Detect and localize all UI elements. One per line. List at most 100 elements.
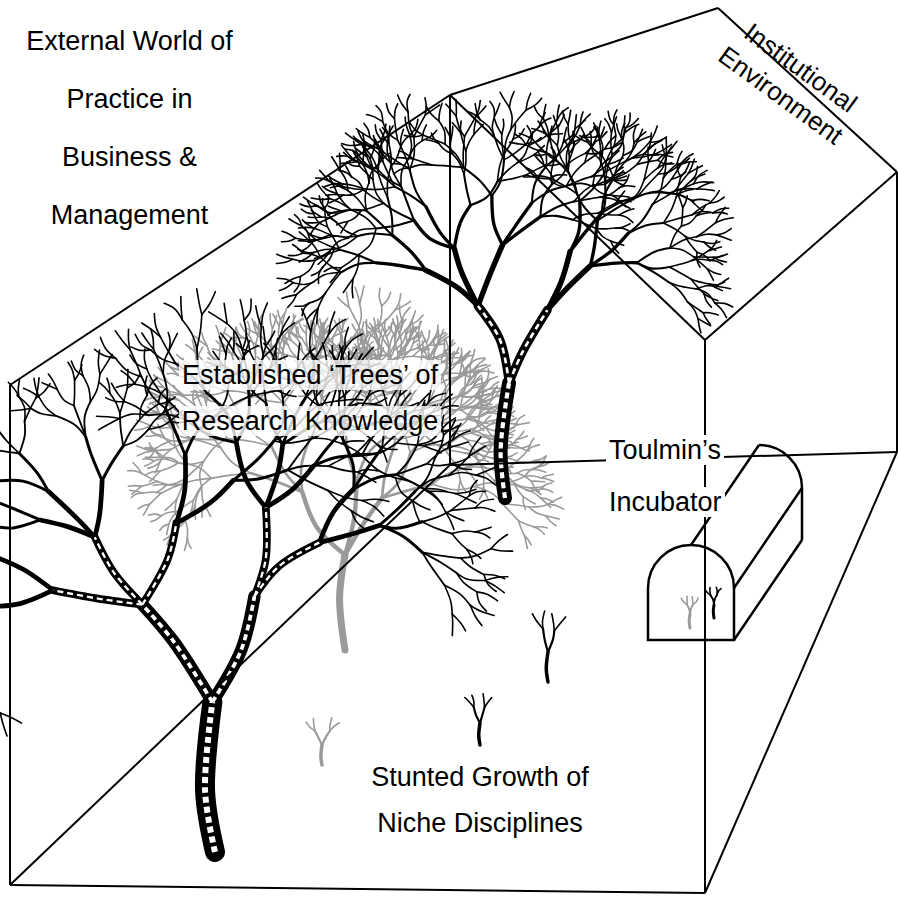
- tree-branch: [386, 104, 394, 119]
- tree-branch: [160, 449, 171, 462]
- tree-branch: [372, 169, 395, 186]
- tree-branch: [240, 300, 244, 320]
- sprout: [465, 694, 492, 745]
- tree-branch: [704, 242, 720, 244]
- tree-branch: [494, 119, 501, 134]
- tree-branch: [343, 189, 364, 195]
- tree-branch: [525, 467, 538, 477]
- tree-branch: [396, 464, 427, 475]
- tree-branch: [577, 194, 597, 221]
- tree-branch: [474, 707, 480, 723]
- tree-branch: [580, 136, 591, 144]
- bark-texture: [53, 590, 142, 604]
- tree-branch: [698, 319, 701, 333]
- tree-branch: [95, 481, 102, 538]
- tree-branch: [538, 152, 544, 165]
- tree-branch: [364, 187, 394, 190]
- tree-branch: [266, 466, 314, 507]
- tree-branch: [477, 592, 487, 611]
- bark-texture: [501, 383, 509, 498]
- tree-branch: [352, 324, 358, 334]
- tree-branch: [451, 126, 453, 138]
- tree-branch: [542, 611, 544, 629]
- frame-edge: [10, 885, 705, 893]
- tree-branch: [619, 209, 634, 215]
- tree-branch: [395, 187, 426, 207]
- tree-branch: [149, 493, 160, 504]
- tree-branch: [445, 144, 464, 168]
- tree-branch: [688, 614, 692, 628]
- tree-branch: [343, 184, 365, 189]
- tree-branch: [475, 532, 490, 538]
- tree-branch: [164, 303, 182, 320]
- tree-branch: [466, 412, 487, 419]
- tree-branch: [160, 524, 169, 530]
- tree-branch: [311, 210, 321, 217]
- tree-branch: [439, 121, 445, 144]
- tree-branch: [485, 581, 504, 593]
- tree-branch: [510, 142, 526, 144]
- tree-branch: [261, 303, 267, 327]
- tree-branch: [526, 98, 541, 110]
- glasshouse-frame: [10, 8, 897, 893]
- tree-branch: [149, 421, 170, 429]
- tree-branch: [612, 133, 624, 154]
- tree-branch: [594, 127, 600, 140]
- tree-branch: [409, 165, 433, 168]
- tree-branch: [529, 504, 549, 507]
- tree-branch: [400, 305, 402, 320]
- tree-branch: [364, 334, 368, 346]
- tree-branch: [471, 424, 490, 432]
- sprout: [532, 611, 565, 682]
- tree-branch: [391, 164, 409, 168]
- tree-branch: [710, 197, 725, 203]
- tree-branch: [516, 423, 530, 426]
- tree-branch: [97, 416, 120, 418]
- tree-branch: [538, 121, 544, 133]
- tree-branch: [367, 211, 393, 235]
- tree-branch: [532, 139, 545, 153]
- tree-branch: [590, 263, 637, 266]
- tree-branch: [107, 378, 110, 393]
- tree-branch: [252, 318, 259, 329]
- tree-branch: [681, 208, 682, 226]
- tree-branch: [677, 158, 689, 164]
- tree-branch: [84, 402, 90, 438]
- tree-branch: [197, 315, 202, 349]
- tree-branch: [696, 213, 710, 216]
- tree-branch: [452, 534, 467, 550]
- tree-branch: [330, 268, 341, 283]
- tree-branch: [599, 127, 604, 140]
- tree-branch: [373, 179, 384, 203]
- tree-branch: [382, 292, 391, 306]
- frame-edge: [9, 385, 11, 885]
- frame-edge: [450, 95, 705, 340]
- tree-branch: [649, 137, 666, 142]
- tree-branch: [311, 198, 329, 199]
- tree-branch: [465, 698, 474, 708]
- tree-branch: [697, 182, 712, 189]
- tree-branch: [461, 348, 463, 361]
- tree-branch: [509, 310, 547, 383]
- tree-branch: [202, 333, 207, 346]
- tree-branch: [371, 398, 386, 404]
- tree-branch: [525, 536, 528, 549]
- tree-branch: [378, 342, 380, 360]
- tree-branch: [554, 116, 558, 128]
- tree-branch: [413, 159, 433, 165]
- tree-branch: [221, 333, 234, 351]
- tree-branch: [433, 165, 463, 167]
- tree-branch: [472, 695, 474, 707]
- tree-branch: [343, 278, 353, 292]
- tree-branch: [517, 436, 527, 439]
- tree-branch: [611, 132, 612, 154]
- tree-branch: [407, 95, 410, 112]
- tree-branch: [388, 197, 393, 235]
- tree-branch: [614, 125, 616, 146]
- frame-edge: [704, 340, 706, 893]
- tree-branch: [443, 339, 445, 352]
- tree-branch: [337, 194, 352, 210]
- tree-branch: [376, 106, 383, 122]
- tree-branch: [435, 341, 439, 351]
